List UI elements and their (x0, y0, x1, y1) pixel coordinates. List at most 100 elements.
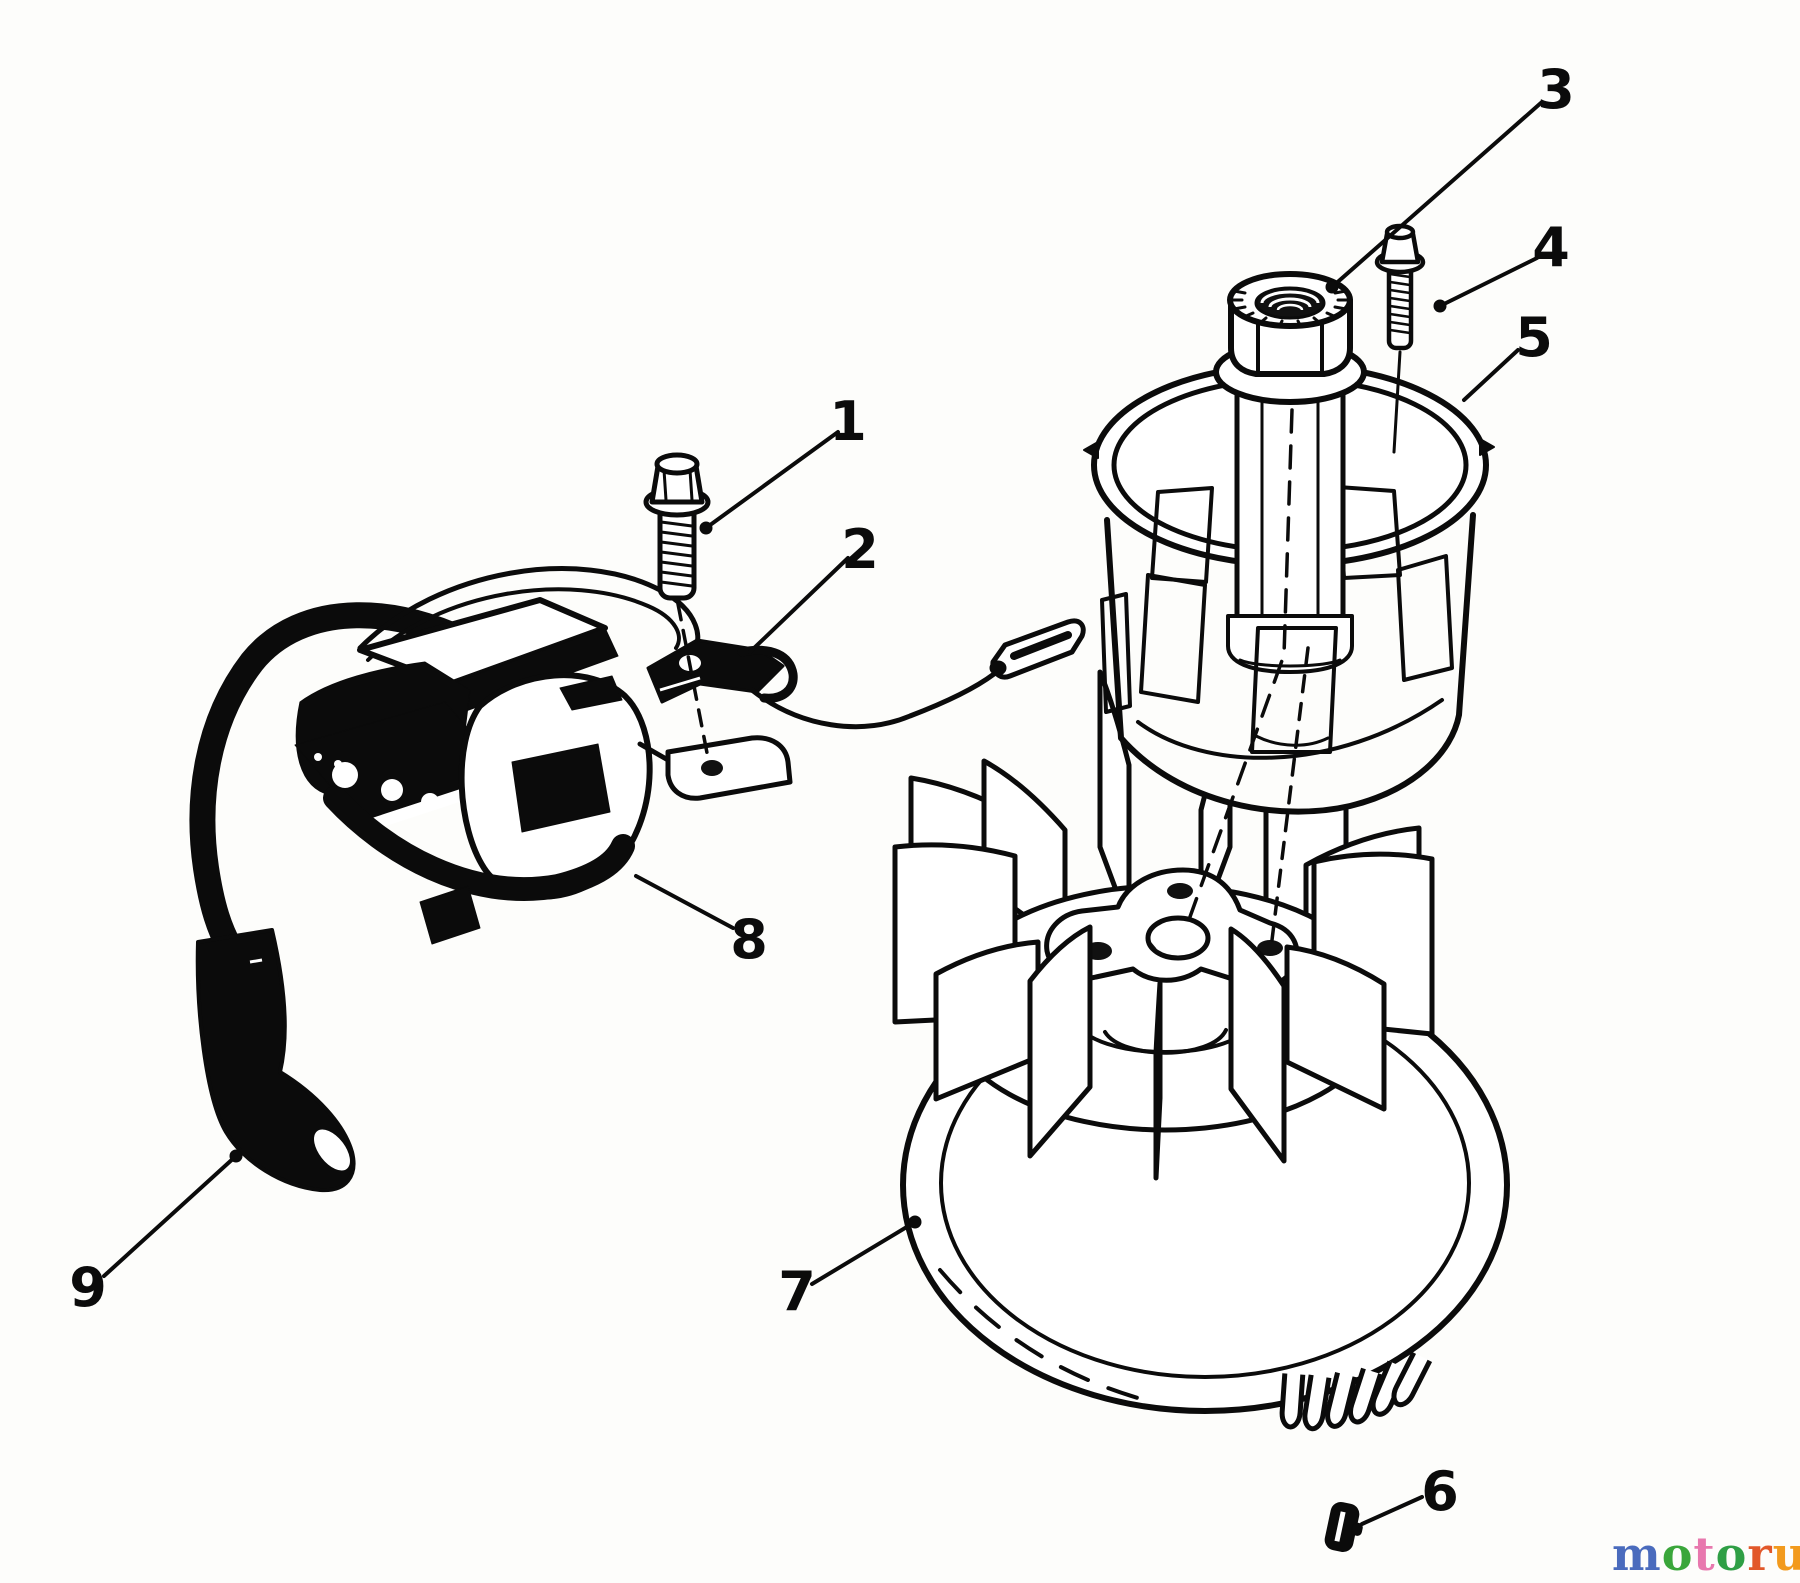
coil-bottom-tab (419, 885, 481, 945)
leader-line (810, 1220, 917, 1286)
leader-dot (1325, 280, 1339, 294)
fan-blade (1153, 980, 1163, 1181)
watermark-letter: m (1612, 1527, 1662, 1581)
bolt-4 (1270, 223, 1426, 942)
part-number-label: 3 (1537, 58, 1575, 121)
leader-line (1360, 1495, 1424, 1526)
cup-floor-arc (1136, 698, 1444, 760)
bolt-head-top (654, 452, 700, 476)
connector-tail (989, 660, 1007, 676)
cup-slot-rear (1150, 486, 1214, 584)
boot-highlight (249, 958, 263, 964)
flywheel-rim-dashed-edge (938, 1268, 1147, 1402)
coil-window (511, 743, 611, 833)
cup-slot-front (1396, 554, 1454, 682)
watermark-letter: u (1773, 1527, 1800, 1581)
kill-wire-lead (749, 671, 997, 730)
cup-slot-front (1100, 592, 1132, 714)
ring-gear-teeth (1279, 1351, 1433, 1432)
callout-2: 2 (748, 518, 879, 654)
cup-slot-front (1250, 626, 1338, 754)
hub-plate-hole (1257, 940, 1283, 956)
terminal-screw (381, 779, 403, 801)
cup-slot-front-arc (1254, 734, 1330, 747)
callout-4: 4 (1433, 216, 1570, 313)
terminal-dot (314, 753, 322, 761)
coil-bottom-band (323, 786, 635, 902)
fan-blades-front (892, 842, 1435, 1181)
watermark-letter: o (1716, 1527, 1748, 1581)
bore-thread-line (1260, 290, 1320, 304)
kill-wire-loop-inner (366, 587, 681, 662)
fan-blade (1284, 944, 1387, 1112)
kill-wire-loop (357, 566, 701, 661)
thread-lines (1388, 272, 1412, 335)
flywheel-key (1324, 1501, 1363, 1553)
leader-line (704, 430, 840, 530)
part-number-label: 5 (1515, 306, 1553, 369)
key-nub (1350, 1522, 1363, 1536)
watermark-letter: o (1662, 1527, 1694, 1581)
callout-7: 7 (778, 1215, 922, 1323)
connector-slot (1010, 631, 1072, 660)
terminal-screw (421, 793, 439, 811)
leader-line (1438, 256, 1539, 308)
cup-body-outline (1104, 512, 1476, 815)
bolt-axis-dashed (1270, 646, 1310, 942)
spark-plug-wire (189, 602, 513, 961)
cup-rim-nub (1479, 438, 1495, 456)
ear-link-line (637, 741, 671, 763)
callout-5: 5 (1462, 306, 1553, 402)
callout-9: 9 (69, 1149, 243, 1319)
part-number-label: 8 (730, 908, 768, 971)
coil-mounting-ear (665, 735, 793, 801)
fan-blade (933, 939, 1041, 1102)
tab-highlight (659, 676, 701, 692)
bore-thread-line (1276, 303, 1304, 311)
nut-knurl-ticks (1228, 289, 1352, 327)
bolt-head-edge (662, 468, 668, 502)
key-slot (1334, 1511, 1346, 1542)
watermark-letter: r (1747, 1527, 1772, 1581)
crankshaft-axis-dashed (1184, 408, 1294, 930)
callout-8: 8 (634, 874, 768, 971)
thread-lines (659, 520, 694, 588)
part-number-label: 9 (69, 1256, 107, 1319)
leader-dot (1433, 299, 1447, 313)
part-number-label: 6 (1421, 1460, 1459, 1523)
fan-blade (1027, 924, 1093, 1159)
fan-blade (1228, 926, 1287, 1164)
callout-3: 3 (1325, 58, 1575, 294)
leader-line (634, 874, 735, 930)
wire-clip (737, 645, 798, 703)
fan-blade (1097, 669, 1132, 928)
part-number-label: 2 (841, 518, 879, 581)
spark-plug-boot (195, 928, 356, 1193)
hub-plate-hole (1167, 883, 1193, 899)
leader-dot (699, 521, 713, 535)
hub-step-arc (1103, 1028, 1228, 1055)
terminal-dot (334, 760, 342, 768)
leader-dot (229, 1149, 243, 1163)
terminal-screw (332, 762, 358, 788)
terminal-tab (646, 618, 1086, 730)
watermark-letter: t (1693, 1527, 1715, 1581)
crankshaft-bore (1145, 915, 1211, 961)
starter-cup (1083, 362, 1495, 815)
part-number-label: 1 (829, 390, 867, 453)
coil-ear-hole (701, 760, 723, 776)
leader-line (102, 1154, 238, 1278)
bolt-1 (643, 452, 711, 760)
crankshaft-bore-shadow (1151, 942, 1200, 959)
cup-slot-front (1139, 573, 1207, 704)
boot-opening-highlight (314, 1129, 350, 1171)
cup-rim-nub (1083, 441, 1099, 459)
leader-line (748, 556, 850, 654)
watermark-logo: motoruf.de (1612, 1527, 1800, 1581)
callouts: 1 2 3 4 5 6 7 8 (69, 58, 1575, 1526)
coil-top-wedge (559, 675, 623, 711)
bolt-axis (1392, 350, 1402, 454)
flywheel-nut (1213, 271, 1367, 405)
